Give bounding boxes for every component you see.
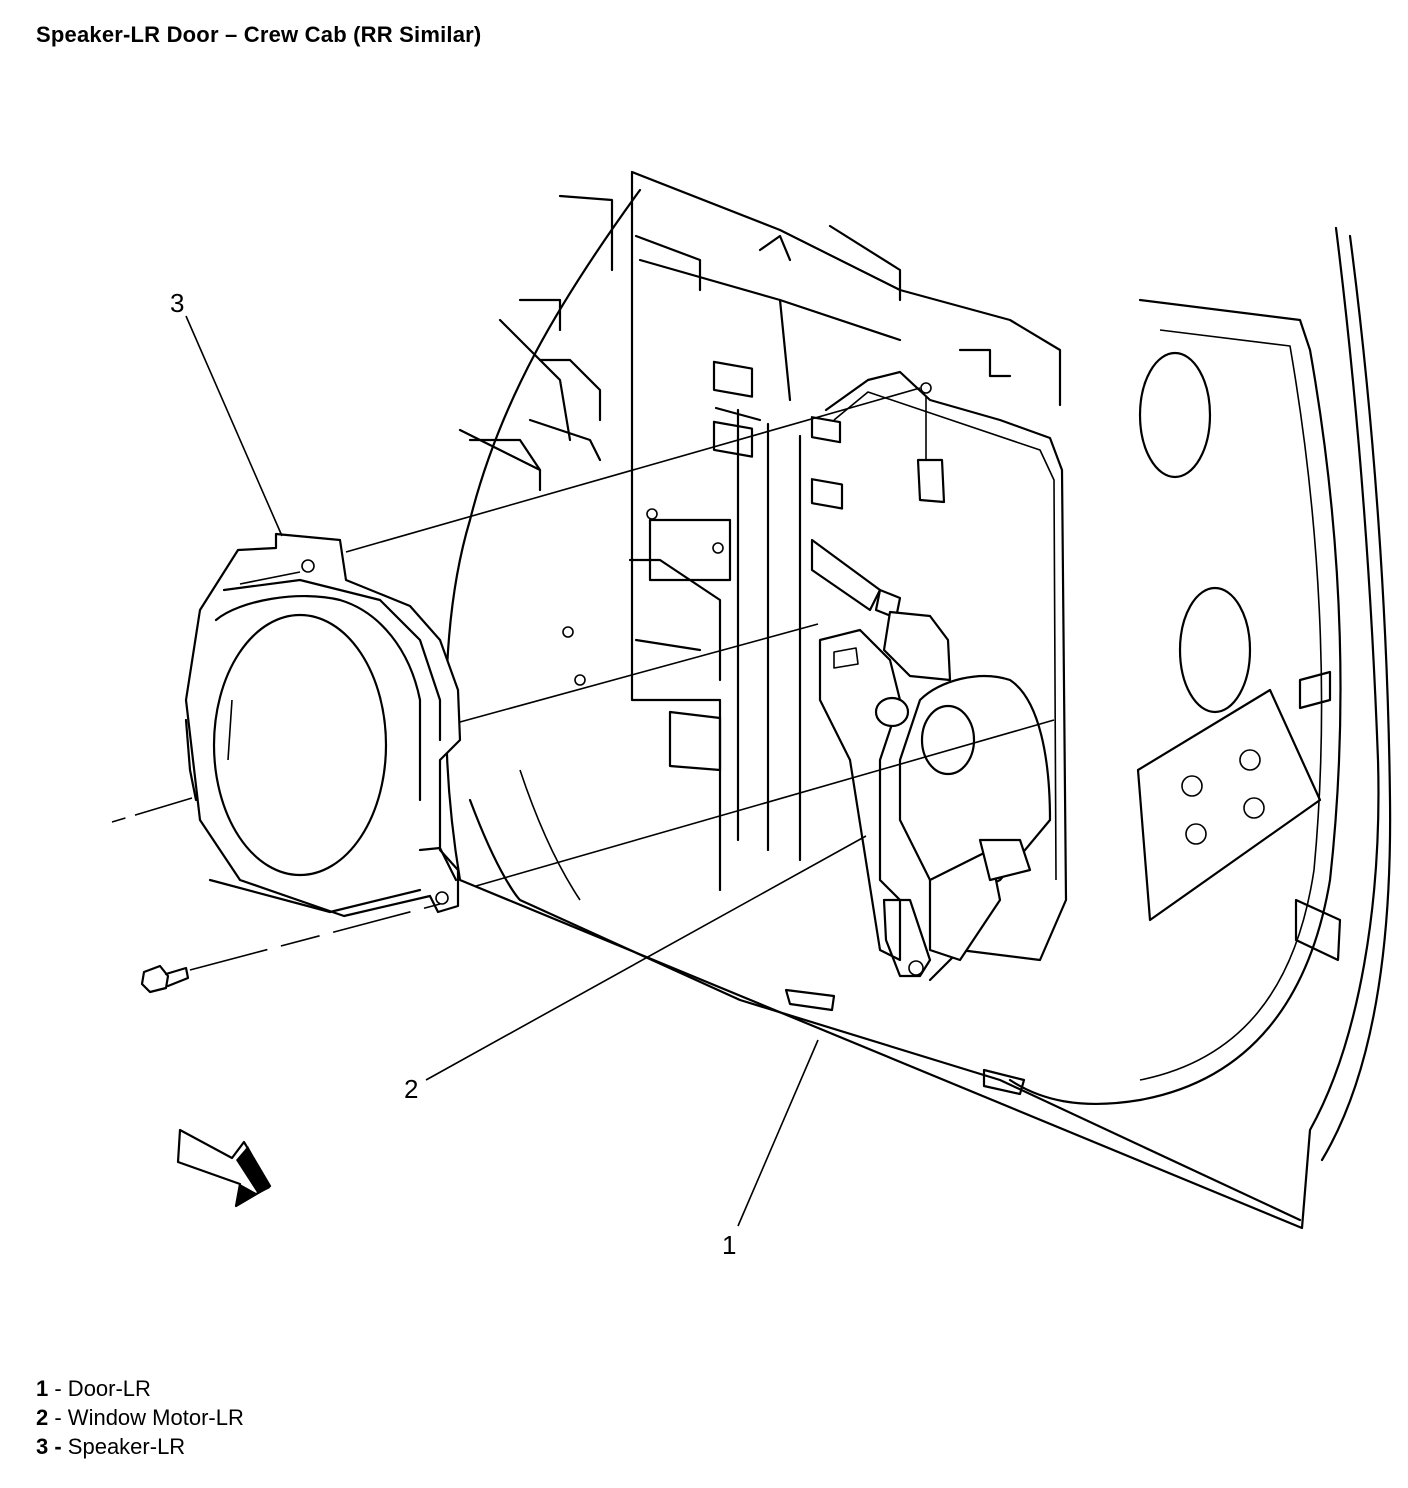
window-motor-lr bbox=[810, 538, 1052, 978]
parts-legend: 1 - Door-LR 2 - Window Motor-LR 3 - Spea… bbox=[36, 1374, 244, 1461]
callout-2: 2 bbox=[404, 1074, 418, 1104]
motor-gear bbox=[920, 704, 976, 776]
legend-item-1: 1 - Door-LR bbox=[36, 1376, 151, 1401]
leader-line-3 bbox=[185, 315, 283, 537]
callout-3: 3 bbox=[170, 288, 184, 318]
window-clip bbox=[916, 458, 946, 504]
speaker-lr bbox=[184, 532, 462, 918]
leader-line-1 bbox=[737, 1039, 819, 1227]
alignment-lines bbox=[111, 387, 1055, 971]
diagram-title: Speaker-LR Door – Crew Cab (RR Similar) bbox=[36, 22, 482, 47]
door-lr bbox=[444, 170, 1392, 1230]
speaker-bolt bbox=[140, 964, 190, 994]
leader-line-2 bbox=[425, 835, 867, 1081]
pillar-oval-upper bbox=[1138, 351, 1212, 479]
legend-item-2: 2 - Window Motor-LR bbox=[36, 1405, 244, 1430]
speaker-cone bbox=[212, 613, 388, 877]
pillar-oval-lower bbox=[1178, 586, 1252, 714]
hinge-plate bbox=[1136, 688, 1322, 922]
callout-1: 1 bbox=[722, 1230, 736, 1260]
regulator-arm bbox=[818, 628, 902, 962]
view-direction-arrow bbox=[176, 1128, 272, 1208]
motor-cable-housing bbox=[882, 610, 952, 682]
legend-item-3: 3 - Speaker-LR bbox=[36, 1434, 186, 1459]
